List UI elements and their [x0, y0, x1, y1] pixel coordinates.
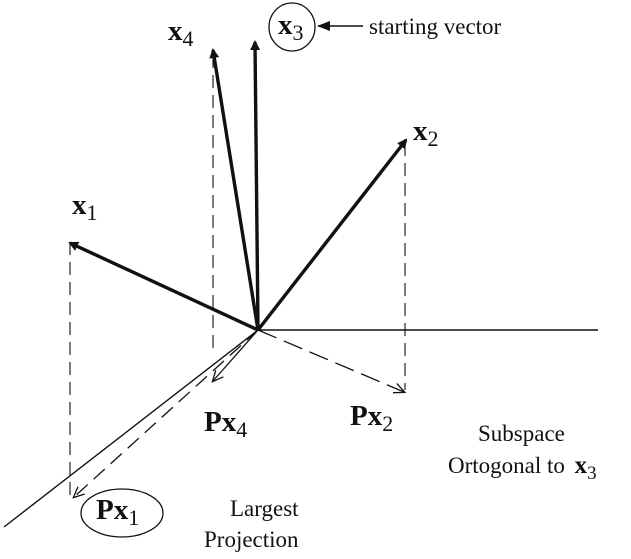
projection-px4	[213, 329, 259, 381]
starting-vector-label: starting vector	[369, 14, 502, 39]
vector-x4	[209, 48, 260, 331]
largest-projection-line2: Projection	[204, 527, 299, 552]
label-x1: x1	[72, 189, 98, 225]
vector-x1	[68, 241, 259, 332]
largest-projection-line1: Largest	[230, 496, 299, 521]
label-x2: x2	[413, 115, 439, 151]
vector-x2	[256, 138, 408, 332]
label-px2: Px2	[350, 400, 393, 436]
label-px4: Px4	[204, 406, 247, 442]
projection-px2	[257, 329, 404, 392]
circle-x3	[268, 2, 316, 52]
circle-px1	[80, 488, 164, 538]
label-x4: x4	[168, 15, 194, 51]
label-x3: x3	[278, 9, 304, 45]
projection-px1	[74, 329, 259, 497]
label-px1: Px1	[96, 494, 139, 530]
subspace-label-line2: Ortogonal to x3	[448, 452, 597, 484]
vector-x3	[250, 40, 261, 331]
subspace-axis-diagonal	[3, 329, 259, 528]
subspace-label-line1: Subspace	[478, 421, 565, 446]
